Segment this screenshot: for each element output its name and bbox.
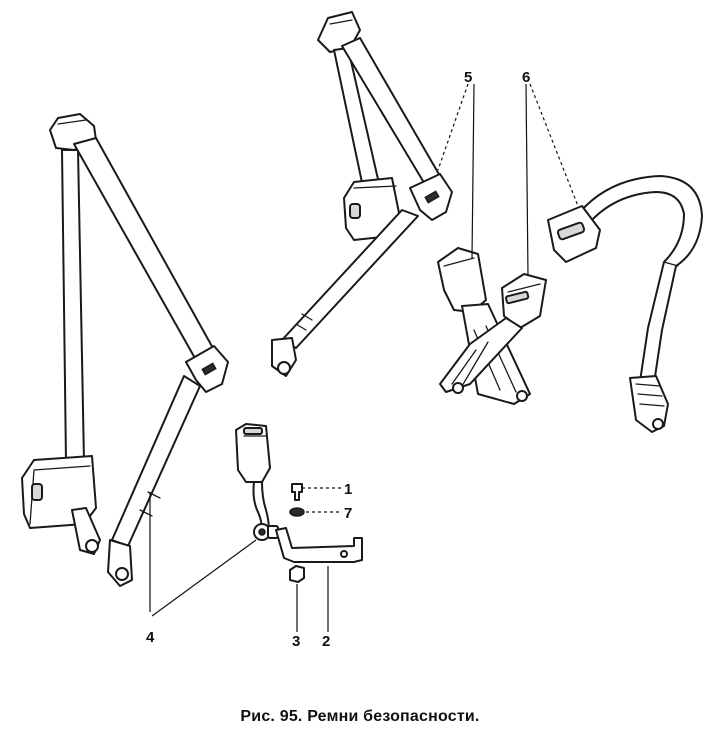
spring-washer [289, 507, 305, 517]
left-three-point-belt [21, 113, 229, 587]
bolt [291, 483, 303, 501]
center-buckle-assembly [235, 423, 363, 583]
callout-7: 7 [344, 505, 352, 522]
nut [289, 565, 305, 583]
rear-buckle-left [437, 247, 487, 313]
callout-2: 2 [322, 633, 330, 650]
callout-5: 5 [464, 69, 472, 86]
center-buckle-housing [235, 423, 271, 483]
left-vertical-strap [61, 149, 85, 463]
leader-lines [149, 83, 579, 632]
rear-buckle-right [501, 273, 547, 329]
left-lower-strap [111, 375, 201, 547]
callout-4: 4 [146, 629, 155, 646]
rear-lower-strap [281, 209, 419, 349]
callout-1: 1 [344, 481, 352, 498]
figure-caption: Рис. 95. Ремни безопасности. [240, 708, 480, 725]
callout-6: 6 [522, 69, 530, 86]
callout-3: 3 [292, 633, 300, 650]
left-diagonal-strap [73, 137, 215, 361]
lap-belt-strap [579, 175, 703, 411]
rear-buckle-pair [437, 247, 547, 405]
lap-belt-end [629, 375, 669, 433]
bracket [275, 527, 363, 563]
callout-labels: 1 7 3 2 4 5 6 [146, 69, 530, 650]
rear-three-point-belt [271, 11, 453, 377]
lap-belt [547, 175, 703, 433]
